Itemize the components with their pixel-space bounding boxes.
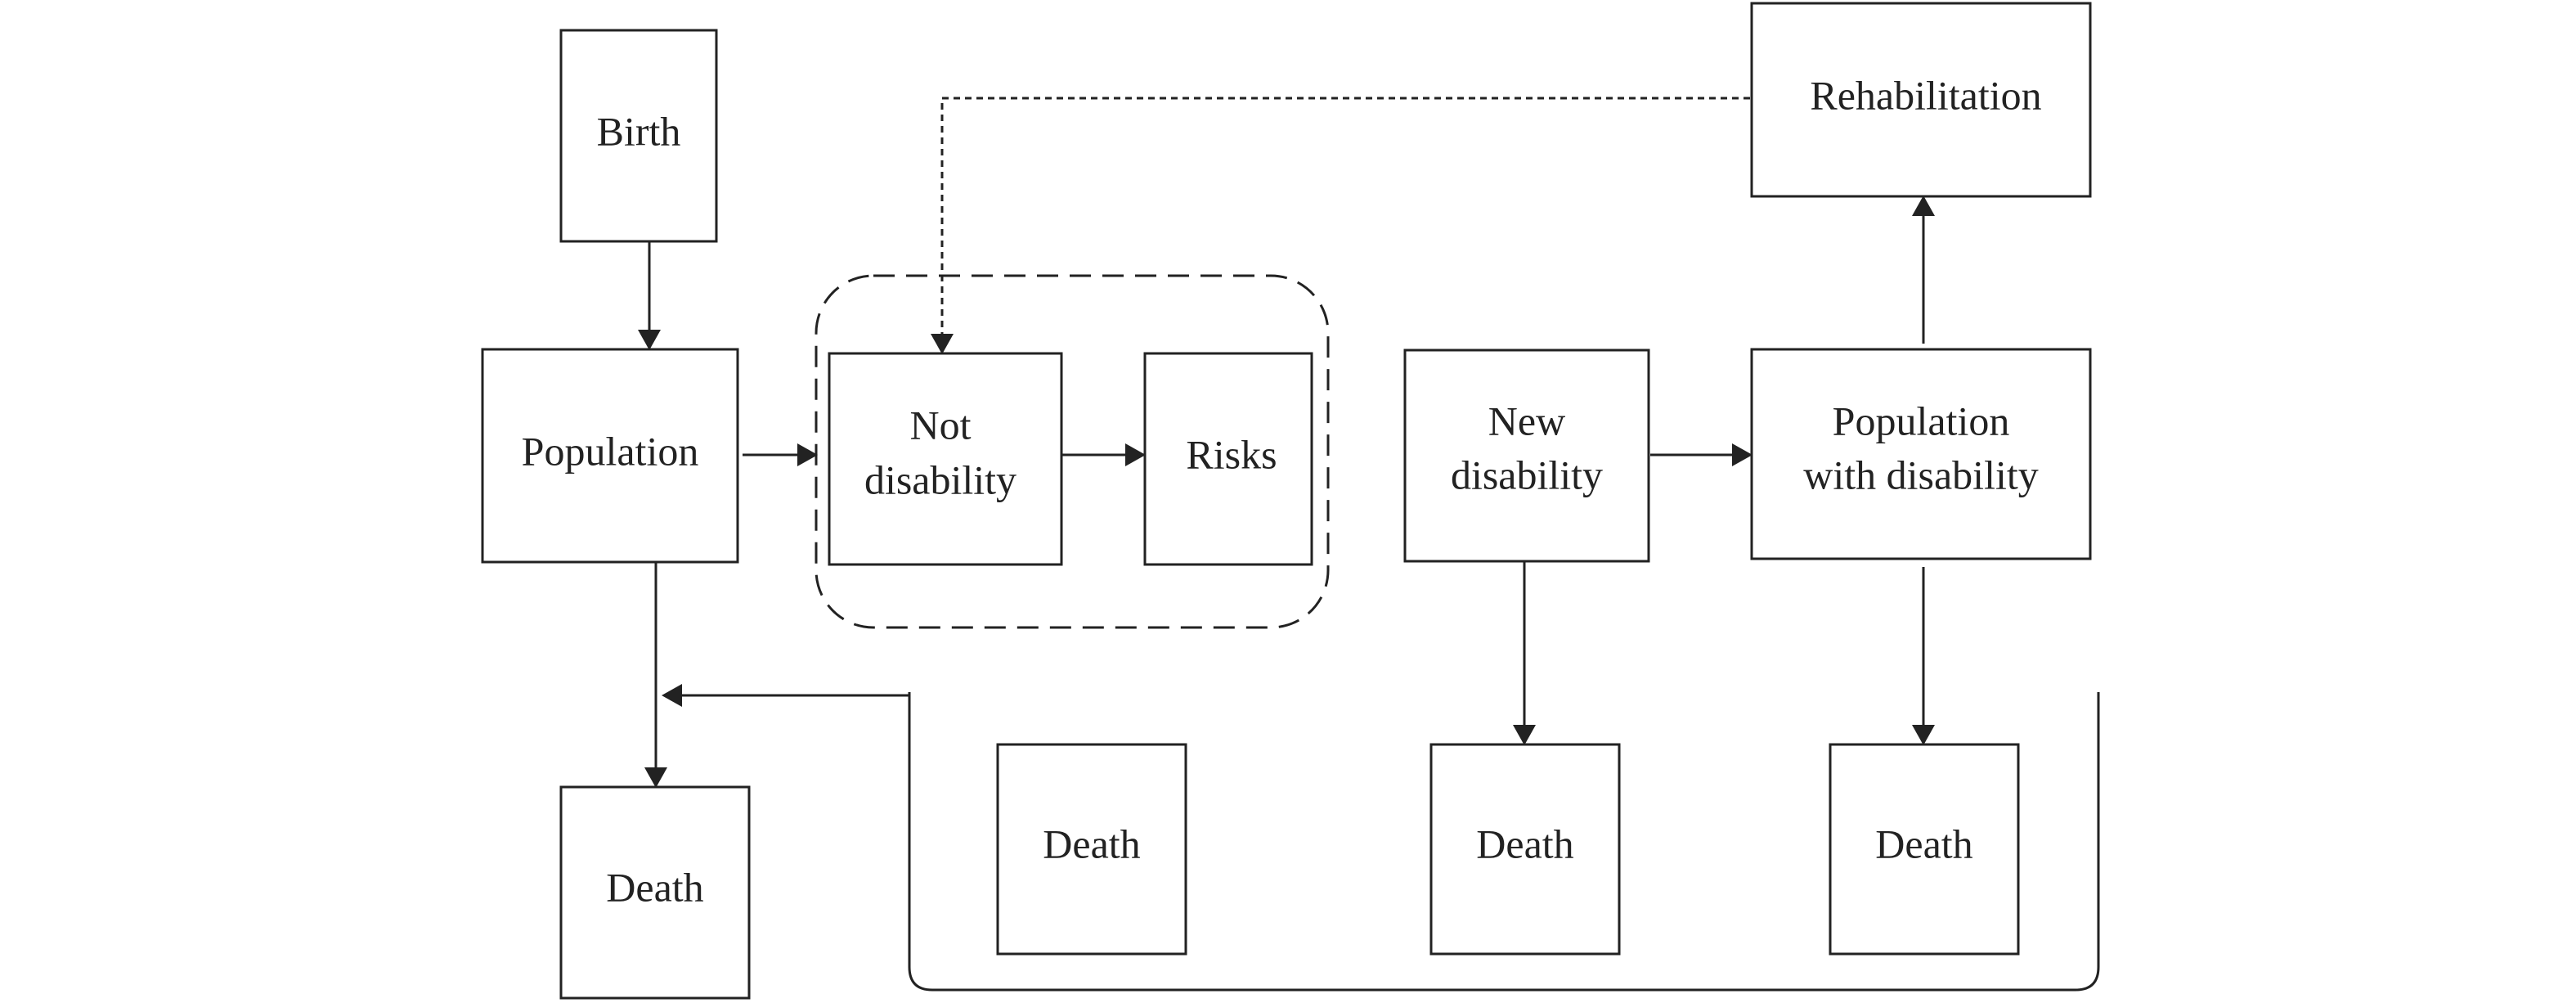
node-population-with-disability: Population with disability xyxy=(1750,348,2092,560)
node-risks: Risks xyxy=(1143,352,1313,566)
mortality-bracket xyxy=(908,692,2100,992)
node-birth-label: Birth xyxy=(597,108,681,154)
node-not-disability: Not disability xyxy=(828,352,1063,566)
node-death-4: Death xyxy=(1829,743,2020,956)
node-death-2-label: Death xyxy=(1043,821,1140,866)
node-population-with-disability-label-line2: with disability xyxy=(1803,452,2039,497)
node-new-disability: New disability xyxy=(1403,349,1650,563)
arrow-new-disability-to-population-with-disability xyxy=(1650,443,1752,466)
node-death-1-label: Death xyxy=(606,864,703,910)
node-death-3-label: Death xyxy=(1476,821,1573,866)
arrow-not-disability-to-risks xyxy=(1061,443,1146,466)
arrow-bracket-to-population-death xyxy=(662,684,909,707)
node-not-disability-label-line2: disability xyxy=(864,457,1016,502)
node-population: Population xyxy=(481,348,739,564)
node-not-disability-label-line1: Not xyxy=(910,402,972,448)
node-birth: Birth xyxy=(559,29,718,243)
arrow-rehabilitation-to-not-disability xyxy=(931,97,1750,354)
node-population-with-disability-label-line1: Population xyxy=(1833,398,2010,443)
arrow-population-to-not-disability xyxy=(743,443,818,466)
arrow-population-with-disability-to-rehabilitation xyxy=(1912,196,1935,344)
node-new-disability-label-line2: disability xyxy=(1451,452,1603,497)
arrow-population-with-disability-to-death xyxy=(1912,567,1935,745)
node-population-label: Population xyxy=(522,428,699,474)
risk-group-boundary xyxy=(815,274,1330,629)
node-risks-label: Risks xyxy=(1186,431,1277,477)
node-rehabilitation-label: Rehabilitation xyxy=(1810,72,2041,118)
node-new-disability-label-line1: New xyxy=(1488,398,1565,443)
node-death-1: Death xyxy=(559,785,751,1000)
arrow-new-disability-to-death xyxy=(1513,561,1536,745)
node-death-4-label: Death xyxy=(1875,821,1972,866)
node-death-3: Death xyxy=(1429,743,1621,956)
arrow-population-to-death xyxy=(644,562,667,788)
node-rehabilitation: Rehabilitation xyxy=(1750,2,2092,198)
node-death-2: Death xyxy=(996,743,1187,956)
arrow-birth-to-population xyxy=(638,241,661,350)
